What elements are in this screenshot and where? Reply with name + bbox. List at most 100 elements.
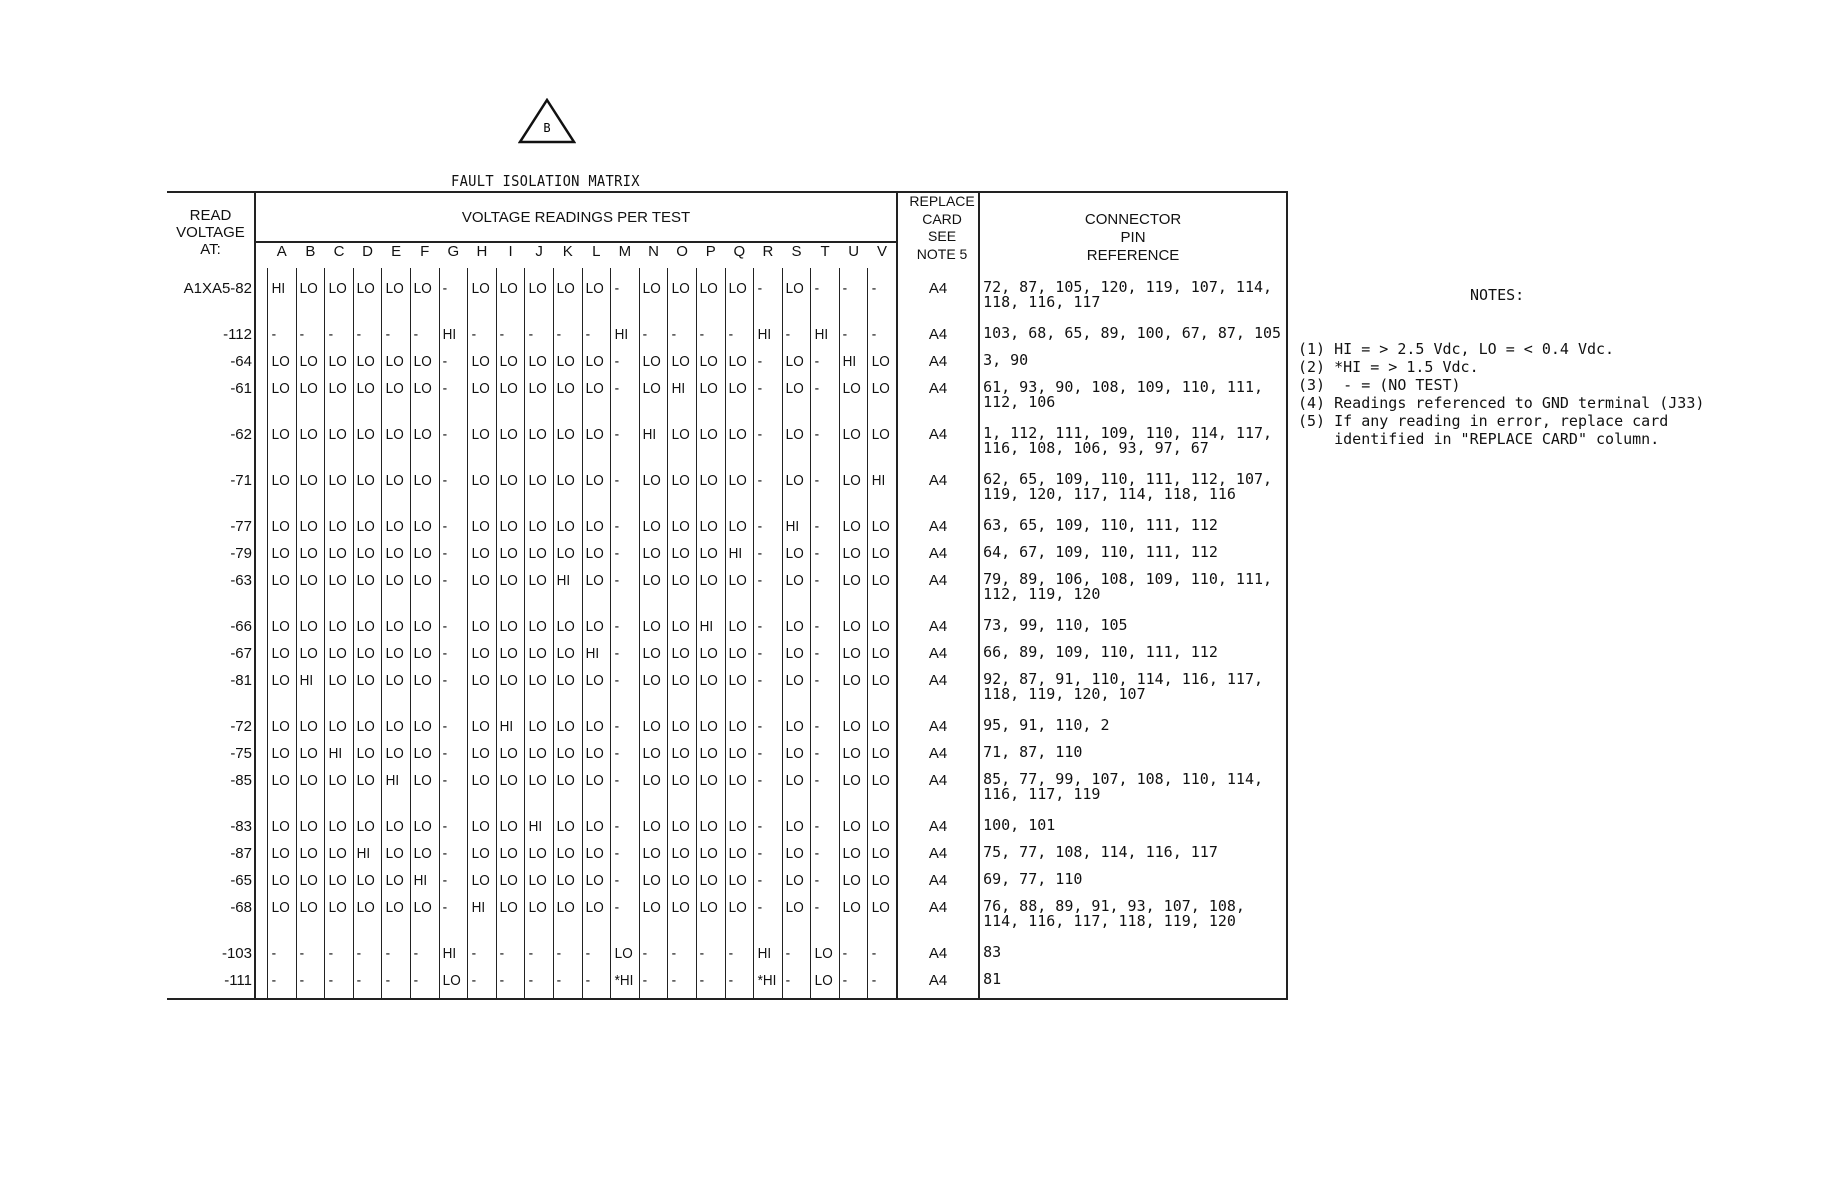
reading-cell: LO	[725, 426, 753, 472]
reading-cell: LO	[583, 718, 610, 745]
reading-cell: LO	[725, 645, 753, 672]
pin-line: 95, 91, 110, 2	[983, 716, 1110, 734]
pin-line: 100, 101	[983, 816, 1056, 834]
reading-cell: -	[468, 945, 495, 972]
reading-cell: LO	[354, 818, 381, 845]
reading-cell: LO	[411, 518, 438, 545]
replace-card-value: A4	[896, 618, 980, 645]
replace-card-value: A4	[896, 472, 980, 518]
test-point-label: -112	[223, 326, 252, 343]
reading-cell: -	[725, 326, 753, 353]
reading-cell: LO	[640, 572, 667, 618]
reading-cell: -	[811, 899, 838, 945]
reading-cell: -	[325, 945, 352, 972]
reading-cell: -	[754, 845, 781, 872]
test-point-label: -85	[230, 772, 252, 789]
fault-isolation-matrix: READ VOLTAGE AT: VOLTAGE READINGS PER TE…	[167, 191, 1289, 1000]
reading-cell: LO	[640, 672, 667, 718]
reading-cell: -	[497, 972, 524, 1000]
reading-cell: LO	[554, 718, 581, 745]
reading-cell: LO	[783, 426, 810, 472]
reading-cell: LO	[468, 353, 495, 380]
test-point-label: -75	[230, 745, 252, 762]
reading-cell: -	[440, 899, 467, 945]
reading-cell: LO	[697, 718, 724, 745]
reading-cell: LO	[783, 718, 810, 745]
reading-cell: -	[440, 353, 467, 380]
pin-line: 71, 87, 110	[983, 743, 1083, 761]
reading-cell: LO	[382, 426, 410, 472]
pin-line: 72, 87, 105, 120, 119, 107, 114,	[983, 278, 1273, 296]
reading-cell: LO	[640, 353, 667, 380]
reading-cell: LO	[868, 818, 896, 845]
reading-cell: -	[440, 518, 467, 545]
test-column-p: P	[705, 243, 716, 260]
reading-cell: LO	[583, 772, 610, 818]
pin-line: 3, 90	[983, 351, 1029, 369]
header-line: REFERENCE	[1086, 247, 1180, 264]
reading-cell: -	[811, 545, 838, 572]
replace-card-value: A4	[896, 672, 980, 718]
spacer	[254, 618, 268, 645]
reading-cell: LO	[525, 472, 553, 518]
reading-cell: LO	[382, 518, 410, 545]
pin-line: 1, 112, 111, 109, 110, 114, 117,	[983, 424, 1273, 442]
reading-cell: LO	[497, 618, 524, 645]
reading-cell: LO	[583, 426, 610, 472]
spacer	[254, 426, 268, 472]
reading-cell: -	[382, 945, 410, 972]
reading-cell: -	[440, 718, 467, 745]
spacer	[254, 672, 268, 718]
reading-cell: LO	[468, 672, 495, 718]
reading-cell: LO	[554, 426, 581, 472]
reading-cell: LO	[497, 745, 524, 772]
reading-cell: -	[497, 326, 524, 353]
test-column-t: T	[820, 243, 830, 260]
reading-cell: LO	[497, 672, 524, 718]
test-column-l: L	[592, 243, 601, 260]
reading-cell: *HI	[754, 972, 781, 1000]
reading-cell: LO	[268, 672, 295, 718]
reading-cell: LO	[497, 572, 524, 618]
reading-cell: LO	[668, 818, 695, 845]
notes-title: NOTES:	[1470, 286, 1525, 304]
reading-cell: LO	[468, 545, 495, 572]
reading-cell: LO	[382, 353, 410, 380]
reading-cell: LO	[297, 845, 324, 872]
reading-cell: LO	[497, 518, 524, 545]
test-point-label: -66	[230, 618, 252, 635]
reading-cell: LO	[497, 268, 524, 326]
header-line: NOTE 5	[916, 245, 968, 262]
reading-cell: LO	[783, 818, 810, 845]
reading-cell: LO	[725, 718, 753, 745]
pin-line: 85, 77, 99, 107, 108, 110, 114,	[983, 770, 1264, 788]
reading-cell: LO	[468, 618, 495, 645]
reading-cell: LO	[840, 718, 867, 745]
reading-cell: LO	[640, 872, 667, 899]
replace-card-value: A4	[896, 818, 980, 845]
reading-cell: LO	[382, 818, 410, 845]
reading-cell: LO	[668, 845, 695, 872]
reading-cell: LO	[583, 745, 610, 772]
spacer	[254, 518, 268, 545]
reading-cell: LO	[697, 545, 724, 572]
connector-pins: 85, 77, 99, 107, 108, 110, 114,116, 117,…	[978, 770, 1289, 818]
reading-cell: LO	[268, 518, 295, 545]
reading-cell: -	[611, 353, 638, 380]
header-line: REPLACE	[909, 193, 975, 209]
note-item: identified in "REPLACE CARD" column.	[1298, 430, 1660, 448]
reading-cell: HI	[583, 645, 610, 672]
reading-cell: -	[811, 818, 838, 845]
reading-cell: LO	[325, 426, 352, 472]
reading-cell: HI	[611, 326, 638, 353]
reading-cell: LO	[583, 672, 610, 718]
pin-line: 112, 106	[983, 393, 1056, 411]
reading-cell: LO	[583, 572, 610, 618]
reading-cell: -	[668, 945, 695, 972]
spacer	[254, 745, 268, 772]
reading-cell: LO	[668, 872, 695, 899]
test-column-o: O	[676, 243, 688, 260]
reading-cell: LO	[725, 745, 753, 772]
